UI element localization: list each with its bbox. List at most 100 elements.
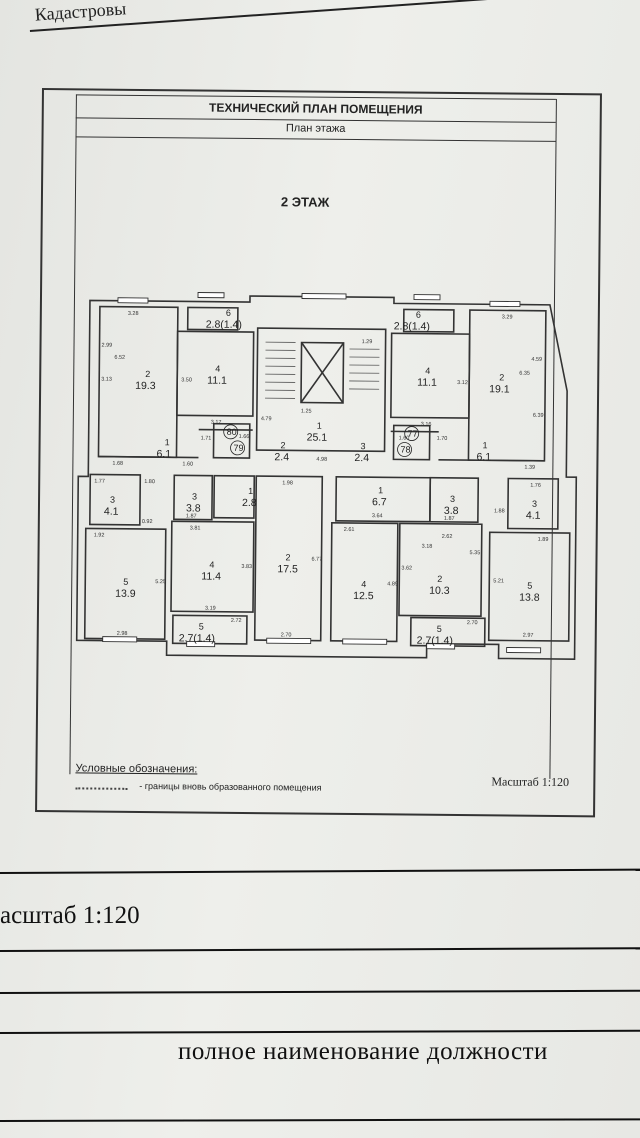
- room-number: 1: [165, 437, 170, 447]
- room-area: 2.8(1.4): [394, 320, 430, 332]
- dimension-label: 3.16: [421, 422, 432, 428]
- dimension-label: 1.80: [144, 479, 155, 485]
- room-number: 1: [483, 440, 488, 450]
- room-area: 4.1: [526, 510, 541, 522]
- form-line: [0, 989, 640, 994]
- dimension-label: 1.89: [538, 537, 549, 543]
- room-number: 2: [499, 372, 504, 382]
- room-number: 4: [215, 364, 220, 374]
- room-area: 11.1: [207, 375, 227, 387]
- room-number: 2: [437, 574, 442, 584]
- dimension-label: 3.29: [502, 314, 513, 320]
- room-number: 5: [123, 577, 128, 587]
- room-number: 2: [285, 552, 290, 562]
- plan-sheet: ТЕХНИЧЕСКИЙ ПЛАН ПОМЕЩЕНИЯ План этажа 2 …: [35, 88, 602, 818]
- dimension-label: 1.87: [186, 513, 197, 519]
- room-number: 3: [450, 494, 455, 504]
- room-area: 2.4: [274, 451, 289, 463]
- dimension-label: 1.77: [94, 479, 105, 485]
- dimension-label: 3.81: [190, 525, 201, 531]
- dimension-label: 1.98: [282, 480, 293, 486]
- room-area: 12.5: [353, 590, 374, 602]
- room-labels: 2 19.3 6 2.8(1.4) 4 11.1 1 25.1 6 2.8(1.…: [104, 308, 541, 647]
- dimension-label: 1.76: [530, 483, 541, 489]
- dimension-label: 6.39: [533, 413, 544, 419]
- dimension-label: 6.35: [519, 371, 530, 377]
- dimension-label: 1.88: [494, 508, 505, 514]
- form-line: [0, 868, 640, 874]
- room-number: 3: [110, 495, 115, 505]
- apartment-number: 79: [234, 443, 244, 453]
- dimension-label: 4.79: [261, 416, 272, 422]
- apartment-number: 78: [400, 444, 410, 454]
- dimension-label: 3.12: [457, 380, 468, 386]
- room-area: 17.5: [277, 563, 298, 575]
- dimension-label: 6.52: [114, 355, 125, 361]
- room-number: 5: [199, 622, 204, 632]
- dimension-label: 2.61: [344, 527, 355, 533]
- dimension-label: 2.97: [523, 633, 534, 639]
- legend-title: Условные обозначения:: [75, 762, 198, 776]
- dimension-label: 2.72: [231, 618, 242, 624]
- room-area: 25.1: [307, 432, 328, 444]
- room-number: 4: [425, 366, 430, 376]
- dimension-label: 1.29: [362, 339, 373, 345]
- dimension-label: 1.25: [301, 409, 312, 415]
- dimension-label: 3.62: [401, 565, 412, 571]
- room-number: 3: [361, 441, 366, 451]
- form-line: [0, 1118, 640, 1122]
- dimension-label: 3.19: [205, 606, 216, 612]
- room-number: 2: [281, 440, 286, 450]
- dimension-label: 2.99: [102, 343, 113, 349]
- dimension-labels: 3.28 2.99 6.52 3.13 1.68 1.60 3.50 3.17 …: [94, 311, 549, 639]
- dimension-label: 3.64: [372, 513, 383, 519]
- dimension-label: 5.21: [493, 578, 504, 584]
- dimension-label: 3.13: [101, 377, 112, 383]
- room-area: 6.1: [476, 451, 491, 463]
- dimension-label: 1.71: [201, 436, 212, 442]
- dimension-label: 1.39: [524, 465, 535, 471]
- form-line: [0, 947, 640, 952]
- dimension-label: 3.28: [128, 311, 139, 317]
- dimension-label: 3.83: [241, 564, 252, 570]
- dimension-label: 4.89: [387, 581, 398, 587]
- room-number: 4: [361, 579, 366, 589]
- dimension-label: 4.98: [316, 457, 327, 463]
- dimension-label: 2.70: [281, 632, 292, 638]
- form-scale: асштаб 1:120: [0, 902, 140, 929]
- room-number: 1: [248, 486, 253, 496]
- room-number: 1: [378, 485, 383, 495]
- room-area: 11.4: [201, 571, 221, 583]
- dimension-label: 4.59: [531, 357, 542, 363]
- room-number: 2: [145, 369, 150, 379]
- room-area: 11.1: [417, 377, 437, 389]
- room-number: 3: [532, 499, 537, 509]
- apartment-number: 77: [408, 429, 418, 439]
- room-number: 6: [226, 308, 231, 318]
- room-area: 2.4: [354, 452, 369, 464]
- header-tab: Кадастровы: [26, 0, 640, 32]
- room-number: 3: [192, 491, 197, 501]
- room-area: 4.1: [104, 506, 119, 518]
- header-tab-text: Кадастровы: [34, 0, 127, 25]
- room-number: 1: [317, 421, 322, 431]
- dimension-label: 1.68: [112, 461, 123, 467]
- room-area: 3.8: [444, 505, 459, 517]
- dimension-label: 1.60: [399, 435, 410, 441]
- dimension-label: 5.25: [155, 579, 166, 585]
- dimension-label: 2.70: [467, 620, 478, 626]
- apartment-number: 80: [227, 427, 237, 437]
- dimension-label: 1.70: [437, 436, 448, 442]
- dimension-label: 2.98: [117, 631, 128, 637]
- room-area: 6.1: [156, 448, 171, 460]
- dimension-label: 1.66: [239, 434, 250, 440]
- dimension-label: 5.35: [470, 550, 481, 556]
- room-area: 2.7(1.4): [417, 635, 453, 647]
- dimension-label: 3.18: [422, 544, 433, 550]
- room-area: 19.1: [489, 383, 510, 395]
- room-area: 2.8(1.4): [206, 319, 242, 331]
- dimension-label: 1.92: [94, 533, 105, 539]
- room-number: 5: [527, 581, 532, 591]
- dimension-label: 2.62: [442, 534, 453, 540]
